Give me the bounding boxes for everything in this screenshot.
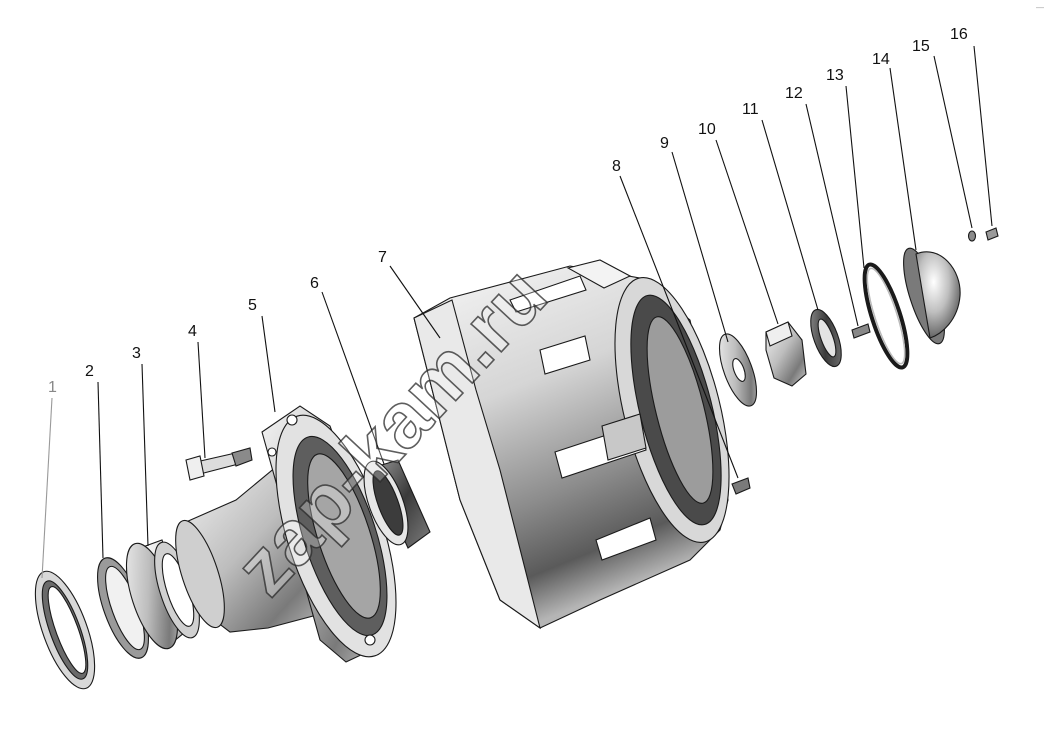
part-10-nut <box>765 321 807 387</box>
leader-6 <box>321 291 385 465</box>
part-12-small-bolt <box>851 323 871 339</box>
leader-2 <box>97 381 104 559</box>
part-1-seal-ring <box>34 570 96 690</box>
part-16-tiny-screw <box>985 227 999 241</box>
callout-8: 8 <box>612 158 621 175</box>
callout-5: 5 <box>248 297 257 314</box>
leader-13 <box>845 85 865 269</box>
leader-7 <box>389 265 441 339</box>
part-14-dome-cap <box>903 247 961 345</box>
leader-1 <box>41 397 53 579</box>
leader-lines <box>41 45 993 579</box>
callout-9: 9 <box>660 135 669 152</box>
callout-16: 16 <box>950 26 968 43</box>
callout-3: 3 <box>132 345 141 362</box>
leader-4 <box>197 341 206 459</box>
callout-13: 13 <box>826 67 844 84</box>
callout-6: 6 <box>310 275 319 292</box>
callout-14: 14 <box>872 51 890 68</box>
callout-1: 1 <box>48 379 57 396</box>
part-4-bolt <box>185 447 253 481</box>
leader-10 <box>715 139 779 325</box>
part-6-bushing <box>363 459 431 549</box>
leader-16 <box>973 45 993 227</box>
leader-12 <box>805 103 859 327</box>
callout-4: 4 <box>188 323 197 340</box>
leader-15 <box>933 55 973 229</box>
leader-8 <box>619 175 739 479</box>
callout-7: 7 <box>378 249 387 266</box>
corner-mark: — <box>1036 3 1044 12</box>
part-9-washer <box>718 333 758 407</box>
part-7-housing-drum <box>413 259 730 630</box>
leader-11 <box>761 119 819 311</box>
part-11-lock-ring <box>810 308 842 368</box>
leader-5 <box>261 315 276 413</box>
callout-11: 11 <box>742 101 759 118</box>
callout-2: 2 <box>85 363 94 380</box>
callout-15: 15 <box>912 38 930 55</box>
part-5-hub <box>175 405 397 663</box>
callout-12: 12 <box>785 85 803 102</box>
callout-numbers: 1 2 3 4 5 6 7 8 9 10 11 12 13 14 15 16 <box>48 26 968 396</box>
part-13-gasket <box>862 262 910 370</box>
part-8-screw <box>731 477 751 495</box>
leader-3 <box>141 363 149 547</box>
leader-14 <box>889 67 917 251</box>
callout-10: 10 <box>698 121 716 138</box>
part-15-tiny-washer <box>967 230 977 242</box>
leader-9 <box>671 151 729 343</box>
